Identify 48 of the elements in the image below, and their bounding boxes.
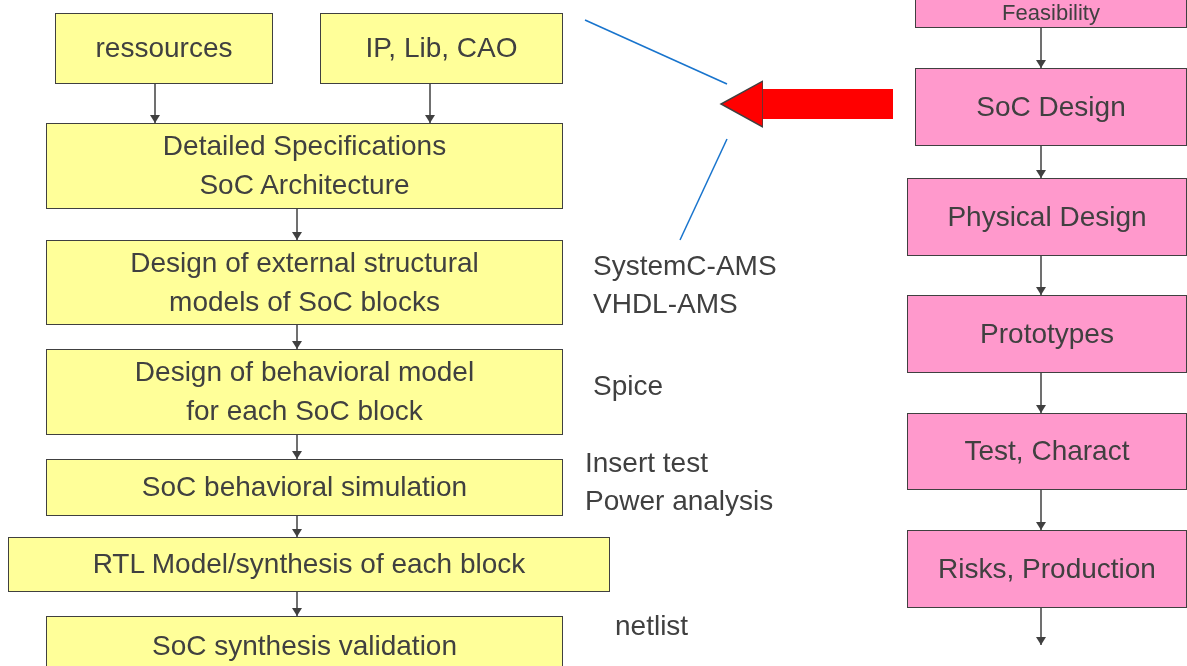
- arrow: [1036, 145, 1046, 179]
- process-box: [46, 459, 563, 516]
- tool-note: netlist: [615, 610, 689, 642]
- box-label: Design of behavioral model for each SoC block: [133, 355, 476, 428]
- arrow: [292, 591, 302, 617]
- process-box: [907, 413, 1187, 490]
- box-label: Prototypes: [980, 316, 1114, 351]
- tool-note: Power analysis: [585, 485, 774, 517]
- arrow: [1036, 27, 1046, 69]
- block-arrow: [720, 80, 893, 128]
- process-box: [46, 616, 563, 666]
- box-label: Detailed Specifications SoC Architecture: [161, 129, 448, 202]
- process-box: [907, 295, 1187, 373]
- arrow: [425, 83, 435, 124]
- box-label: Physical Design: [947, 199, 1147, 234]
- process-box: [320, 13, 563, 84]
- arrow: [1036, 607, 1046, 646]
- arrow: [292, 324, 302, 350]
- process-box: [907, 178, 1187, 256]
- arrow: [292, 434, 302, 460]
- process-box: [907, 530, 1187, 608]
- tool-note: SystemC-AMS: [593, 250, 777, 282]
- arrow: [1036, 489, 1046, 531]
- box-label: RTL Model/synthesis of each block: [92, 547, 526, 582]
- box-label: Risks, Production: [938, 551, 1156, 586]
- process-box: [915, 68, 1187, 146]
- arrow: [292, 208, 302, 241]
- tool-note: VHDL-AMS: [593, 288, 738, 320]
- tool-note: Insert test: [585, 447, 708, 479]
- box-label: Test, Charact: [964, 434, 1130, 469]
- box-label: ressources: [95, 31, 233, 66]
- process-box: [8, 537, 610, 592]
- process-box: [915, 0, 1187, 28]
- box-label: Design of external structural models of SoC blocks: [129, 245, 480, 319]
- box-label: SoC Design: [976, 89, 1126, 124]
- process-box: [46, 349, 563, 435]
- arrow: [150, 83, 160, 124]
- tool-note: Spice: [593, 370, 664, 402]
- arrow: [292, 515, 302, 538]
- box-label: SoC synthesis validation: [151, 628, 457, 663]
- process-box: [46, 123, 563, 209]
- arrow: [1036, 255, 1046, 296]
- box-label: IP, Lib, CAO: [365, 31, 518, 66]
- process-box: [55, 13, 273, 84]
- process-box: [46, 240, 563, 325]
- box-label: Feasibility: [1002, 0, 1100, 25]
- box-label: SoC behavioral simulation: [141, 470, 468, 505]
- arrow: [1036, 372, 1046, 414]
